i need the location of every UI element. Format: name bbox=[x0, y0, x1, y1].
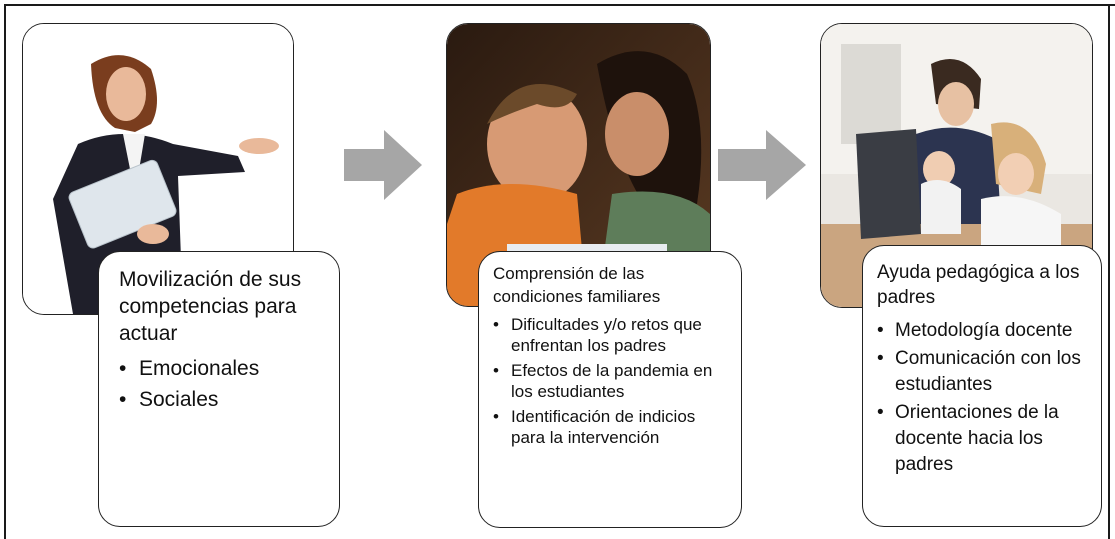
bullet-item: • Metodología docente bbox=[877, 318, 1091, 344]
step-1-bullets: • Emocionales • Sociales bbox=[119, 353, 323, 415]
step-3-bullets: • Metodología docente • Comunicación con l… bbox=[877, 318, 1091, 478]
bullet-icon: • bbox=[119, 357, 127, 380]
frame-left-border bbox=[4, 4, 6, 539]
arrow-right-icon bbox=[344, 130, 422, 200]
bullet-item: • Comunicación con los estudiantes bbox=[877, 346, 1091, 398]
frame-right-border bbox=[1108, 4, 1110, 539]
frame-top-border bbox=[4, 4, 1115, 6]
bullet-text: Sociales bbox=[139, 388, 219, 411]
bullet-item: • Sociales bbox=[119, 384, 323, 415]
bullet-item: • Identificación de indicios para la inte… bbox=[493, 406, 731, 448]
bullet-text: Dificultades y/o retos que enfrentan los… bbox=[511, 315, 702, 355]
bullet-icon: • bbox=[493, 361, 499, 380]
step-2-card: Comprensión de las condiciones familiare… bbox=[478, 251, 742, 528]
bullet-item: • Dificultades y/o retos que enfrentan lo… bbox=[493, 314, 731, 356]
bullet-icon: • bbox=[877, 348, 884, 369]
bullet-icon: • bbox=[493, 315, 499, 334]
bullet-text: Comunicación con los estudiantes bbox=[895, 348, 1081, 395]
bullet-text: Efectos de la pandemia en los estudiante… bbox=[511, 361, 713, 401]
bullet-icon: • bbox=[877, 402, 884, 423]
bullet-text: Metodología docente bbox=[895, 320, 1073, 341]
step-2-bullets: • Dificultades y/o retos que enfrentan lo… bbox=[493, 314, 731, 448]
bullet-item: • Emocionales bbox=[119, 353, 323, 384]
step-1-title: Movilización de sus competencias para ac… bbox=[119, 268, 302, 345]
step-2-title: Comprensión de las condiciones familiare… bbox=[493, 264, 661, 306]
bullet-text: Emocionales bbox=[139, 357, 260, 380]
bullet-icon: • bbox=[119, 388, 127, 411]
step-3-title: Ayuda pedagógica a los padres bbox=[877, 262, 1080, 308]
bullet-text: Identificación de indicios para la inter… bbox=[511, 407, 696, 447]
bullet-item: • Efectos de la pandemia en los estudiant… bbox=[493, 360, 731, 402]
step-3-card: Ayuda pedagógica a los padres • Metodolog… bbox=[862, 245, 1102, 527]
step-1-card: Movilización de sus competencias para ac… bbox=[98, 251, 340, 527]
bullet-item: • Orientaciones de la docente hacia los p… bbox=[877, 400, 1091, 478]
bullet-icon: • bbox=[877, 320, 884, 341]
bullet-text: Orientaciones de la docente hacia los pa… bbox=[895, 402, 1059, 475]
bullet-icon: • bbox=[493, 407, 499, 426]
arrow-right-icon bbox=[718, 130, 806, 200]
